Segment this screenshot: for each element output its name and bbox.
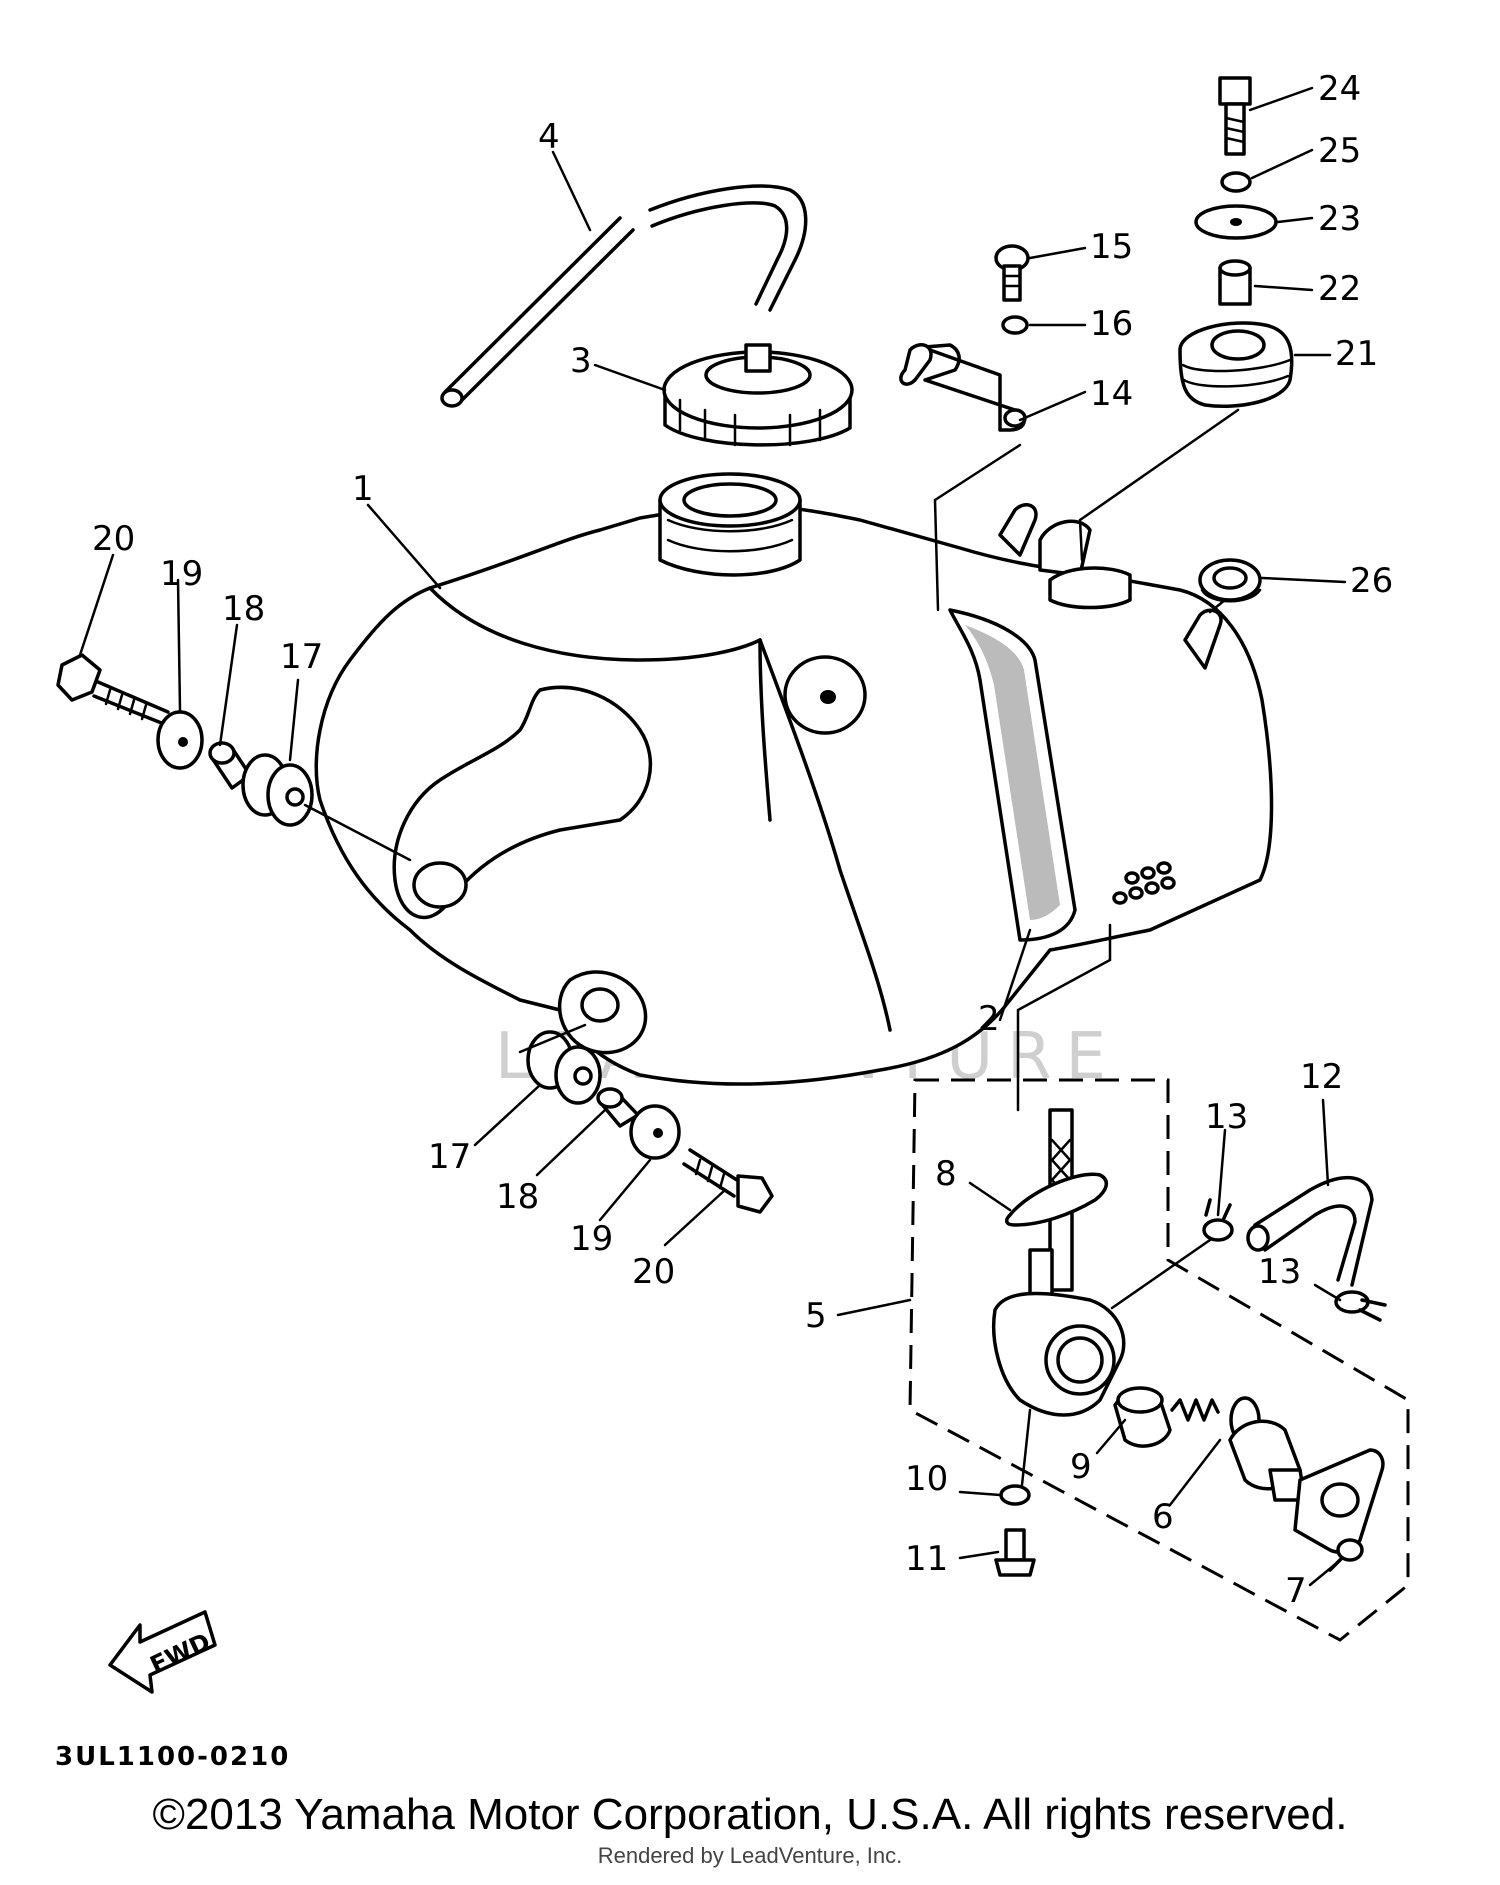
callout-12: 12 (1300, 1057, 1343, 1097)
callout-11: 11 (905, 1539, 948, 1579)
callout-19b: 19 (570, 1219, 613, 1259)
hose-clip (1202, 1198, 1234, 1242)
plate-washer (1194, 204, 1278, 240)
leader-line (1016, 923, 1112, 1112)
callout-26: 26 (1350, 561, 1393, 601)
callout-8: 8 (935, 1154, 957, 1194)
washer (1001, 315, 1029, 335)
fuel-tank (314, 472, 1274, 1086)
damper (526, 1030, 602, 1105)
gasket (1005, 1172, 1108, 1227)
fuel-hose (1246, 1175, 1374, 1287)
fuel-cock-assembly-outline (908, 1078, 1410, 1642)
hose-clip (1334, 1290, 1387, 1322)
washer (999, 1484, 1031, 1506)
callout-2: 2 (978, 999, 1000, 1039)
callout-13a: 13 (1205, 1097, 1248, 1137)
breather-hose (440, 184, 808, 408)
leader-line (518, 1023, 587, 1054)
collar (1218, 259, 1252, 306)
fuel-tank-diagram: LEADVENTURE (55, 69, 1410, 1772)
leader-line (1020, 1408, 1032, 1487)
copyright-notice: ©2013 Yamaha Motor Corporation, U.S.A. A… (152, 1790, 1348, 1839)
callout-7: 7 (1285, 1571, 1307, 1611)
callout-15: 15 (1090, 227, 1133, 267)
callout-4: 4 (538, 117, 560, 157)
leader-line (933, 443, 1022, 612)
lever (1113, 1386, 1172, 1448)
callout-20a: 20 (92, 519, 135, 559)
leader-line (1078, 408, 1240, 562)
bracket (899, 343, 1027, 432)
valve-plate (1228, 1419, 1385, 1554)
bolt (994, 244, 1030, 302)
fuel-cap (662, 343, 854, 447)
callout-1: 1 (352, 469, 374, 509)
callout-19a: 19 (160, 554, 203, 594)
callout-17b: 17 (428, 1137, 471, 1177)
callout-25: 25 (1318, 131, 1361, 171)
callout-9: 9 (1070, 1447, 1092, 1487)
fuel-cock (992, 1108, 1126, 1417)
damper (241, 753, 314, 827)
callout-23: 23 (1318, 199, 1361, 239)
callout-3: 3 (570, 341, 592, 381)
washer (156, 710, 204, 770)
washer (629, 1104, 681, 1160)
spring (1170, 1398, 1220, 1422)
damper-strip (948, 608, 1077, 942)
leader-line (1208, 598, 1227, 614)
callout-leaders (78, 86, 1347, 1587)
bolt (56, 653, 170, 726)
callout-13b: 13 (1258, 1252, 1301, 1292)
callout-22: 22 (1318, 269, 1361, 309)
callout-14: 14 (1090, 374, 1133, 414)
collar (596, 1087, 640, 1128)
rendered-by-credit: Rendered by LeadVenture, Inc. (597, 1843, 903, 1868)
callout-24: 24 (1318, 69, 1361, 109)
callout-10: 10 (905, 1459, 948, 1499)
callout-5: 5 (805, 1296, 827, 1336)
leader-line (1110, 1238, 1212, 1310)
washer (1220, 171, 1252, 193)
callout-17a: 17 (280, 637, 323, 677)
diagram-code: 3UL1100-0210 (55, 1742, 290, 1772)
bolt (682, 1148, 774, 1214)
callout-21: 21 (1335, 334, 1378, 374)
callout-16: 16 (1090, 304, 1133, 344)
grommet (1198, 558, 1262, 603)
callout-numbers: 1 2 3 4 5 6 7 8 9 10 11 12 13 13 14 15 1… (92, 69, 1393, 1611)
bolt (1218, 76, 1252, 156)
tank-rivet-holes (1112, 861, 1176, 905)
callout-18b: 18 (496, 1177, 539, 1217)
callout-6: 6 (1152, 1497, 1174, 1537)
callout-18a: 18 (222, 589, 265, 629)
damper (1178, 321, 1294, 409)
screw (994, 1528, 1036, 1577)
leader-line (303, 803, 412, 862)
callout-20b: 20 (632, 1252, 675, 1292)
fwd-arrow-icon: FWD (108, 1610, 217, 1694)
